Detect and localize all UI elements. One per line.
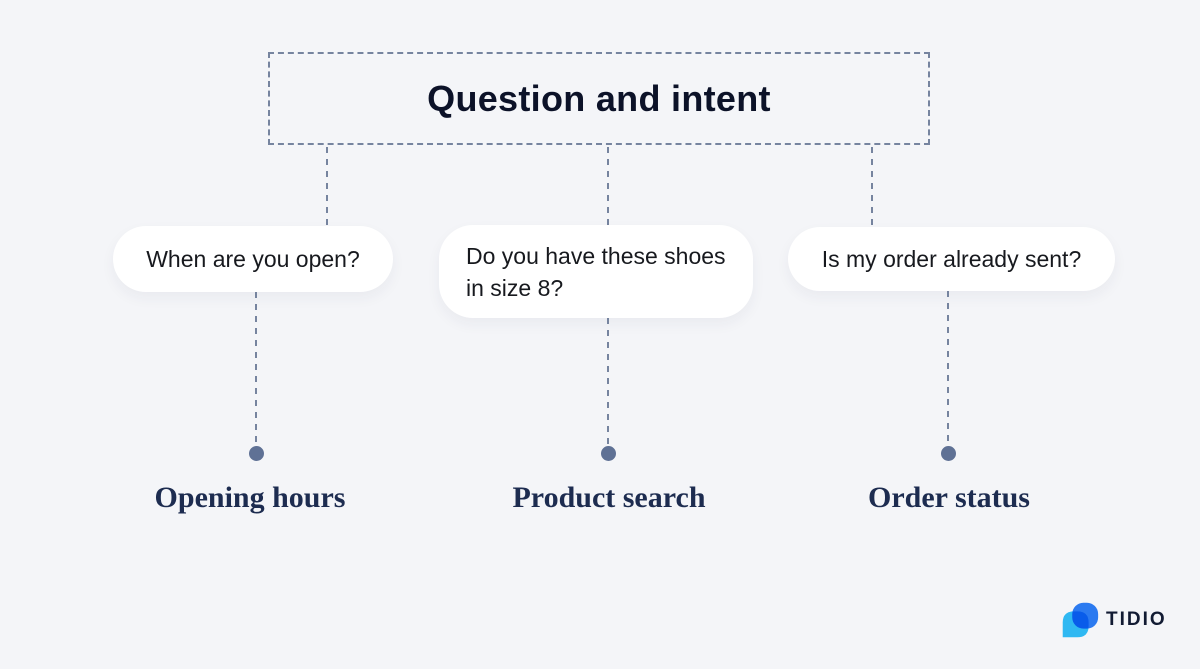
brand-name: TIDIO (1106, 609, 1167, 630)
question-bubble-product-search: Do you have these shoes in size 8? (439, 225, 753, 318)
question-text: Do you have these shoes in size 8? (466, 242, 726, 301)
brand-logo: TIDIO (1061, 600, 1167, 640)
connector-dot-2 (601, 446, 616, 461)
question-bubble-order-status: Is my order already sent? (788, 227, 1115, 291)
connector-bottom-line-2 (607, 318, 609, 444)
connector-dot-3 (941, 446, 956, 461)
title-box: Question and intent (268, 52, 930, 145)
connector-top-line-2 (607, 147, 609, 225)
intent-label-order-status: Order status (868, 481, 1030, 514)
question-text: When are you open? (146, 246, 360, 272)
intent-label-product-search: Product search (512, 481, 706, 514)
connector-top-line-3 (871, 147, 873, 227)
intent-label-opening-hours: Opening hours (154, 481, 346, 514)
diagram-title: Question and intent (427, 77, 771, 119)
connector-dot-1 (249, 446, 264, 461)
connector-bottom-line-3 (947, 291, 949, 444)
question-text: Is my order already sent? (821, 246, 1082, 272)
connector-top-line-1 (326, 147, 328, 226)
connector-bottom-line-1 (255, 292, 257, 444)
question-bubble-opening-hours: When are you open? (113, 226, 393, 292)
tidio-logo-icon (1062, 602, 1099, 638)
